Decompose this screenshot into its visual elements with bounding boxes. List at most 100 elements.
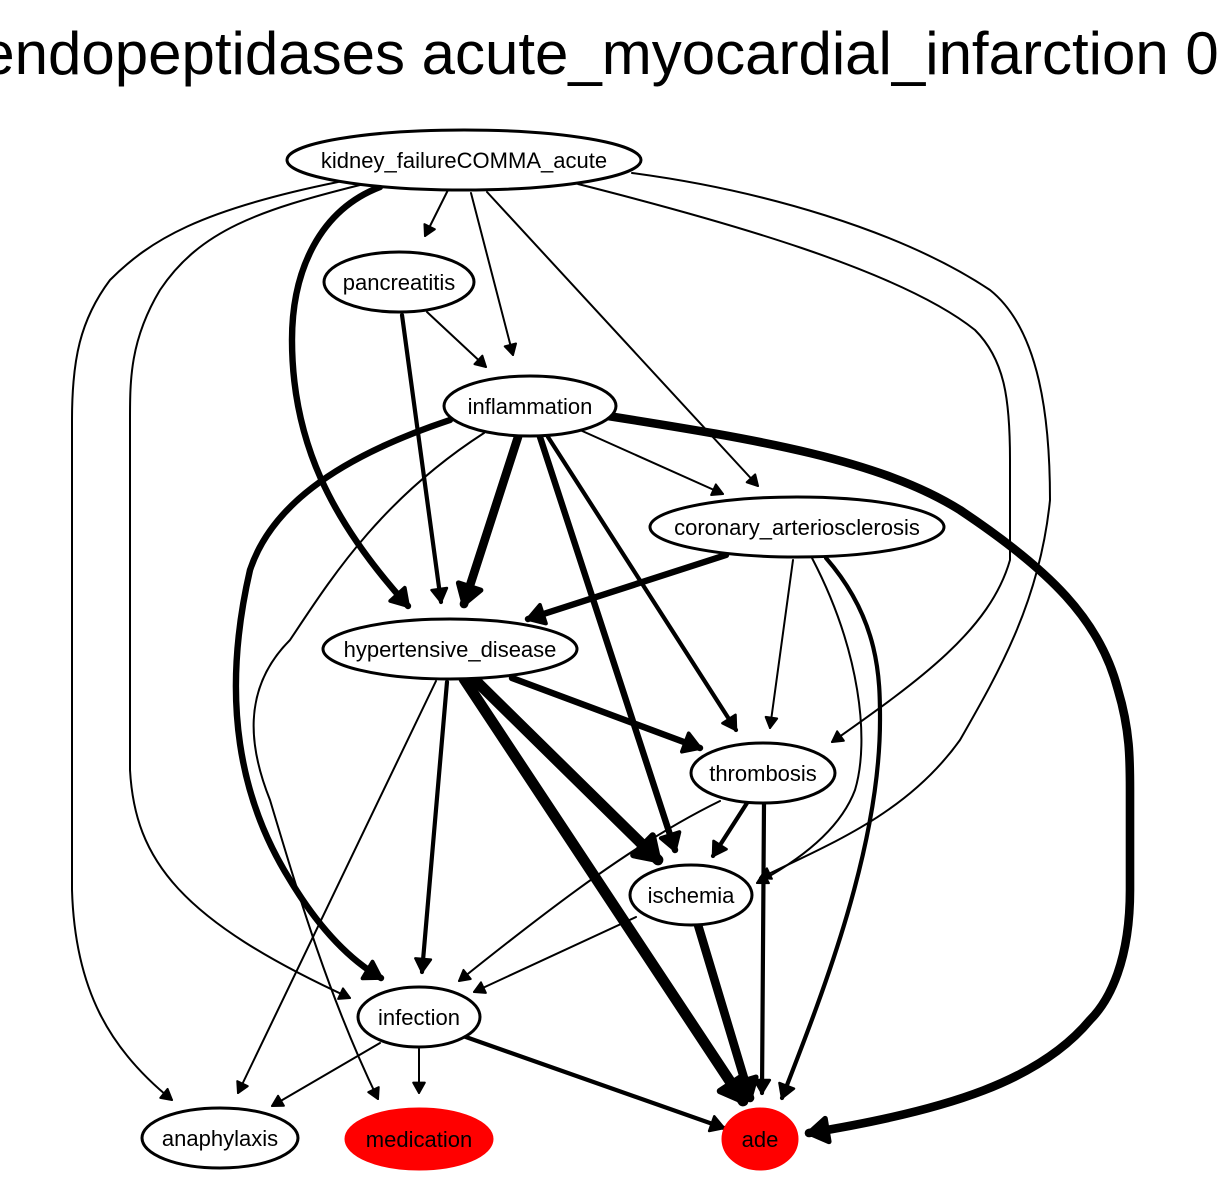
edge-arrowhead xyxy=(337,987,351,1000)
edge-arrowhead xyxy=(745,473,759,487)
node-shape xyxy=(648,495,946,559)
node-shape xyxy=(344,1107,494,1171)
node-label: kidney_failureCOMMA_acute xyxy=(321,148,607,173)
edge-line xyxy=(237,680,437,1094)
edge-line xyxy=(759,800,767,1096)
edge-ischemia-to-ade xyxy=(693,920,759,1103)
node-shape xyxy=(285,128,643,192)
edge-infection-to-medication xyxy=(412,1048,426,1094)
edge-arrowhead xyxy=(707,1115,726,1133)
node-ischemia: ischemia xyxy=(628,863,754,927)
edge-kidney-to-inflammation xyxy=(470,192,518,356)
edge-line xyxy=(459,432,523,609)
edge-line xyxy=(486,191,759,487)
edge-line xyxy=(460,1033,727,1131)
edge-thrombosis-to-infection xyxy=(458,800,721,982)
edge-arrowhead xyxy=(753,1078,772,1095)
edge-arrowhead xyxy=(473,981,487,994)
edge-arrowhead xyxy=(412,1081,426,1094)
edge-kidney-to-infection xyxy=(129,184,361,1000)
edge-arrowhead xyxy=(806,1115,832,1145)
edge-line xyxy=(577,183,1011,743)
node-label: ade xyxy=(742,1127,779,1152)
edge-line xyxy=(468,673,664,866)
edge-kidney-to-coronary xyxy=(486,191,759,487)
node-kidney: kidney_failureCOMMA_acute xyxy=(285,128,643,192)
edge-arrowhead xyxy=(778,1081,796,1100)
edge-line xyxy=(458,800,721,982)
edge-arrowhead xyxy=(159,1087,173,1101)
edge-line xyxy=(769,559,794,729)
node-ade: ade xyxy=(721,1107,799,1171)
edge-line xyxy=(779,555,883,1101)
edge-line xyxy=(756,557,863,884)
node-label: thrombosis xyxy=(709,761,817,786)
edge-thrombosis-to-ade xyxy=(753,800,772,1096)
edge-line xyxy=(579,429,724,495)
edge-thrombosis-to-ischemia xyxy=(710,800,750,859)
node-shape xyxy=(689,741,837,805)
edge-line xyxy=(271,1042,381,1107)
edge-inflammation-to-hypertensive xyxy=(455,432,523,609)
edge-hypertensive-to-ischemia xyxy=(468,673,664,866)
edge-line xyxy=(252,432,485,1100)
node-label: infection xyxy=(378,1005,460,1030)
node-label: anaphylaxis xyxy=(162,1126,278,1151)
edge-arrowhead xyxy=(423,223,436,237)
node-coronary: coronary_arteriosclerosis xyxy=(648,495,946,559)
node-anaphylaxis: anaphylaxis xyxy=(140,1106,300,1170)
edge-coronary-to-hypertensive xyxy=(524,551,730,626)
edge-arrowhead xyxy=(526,602,548,626)
edge-line xyxy=(524,551,730,623)
edge-line xyxy=(693,920,755,1103)
node-label: pancreatitis xyxy=(343,270,456,295)
edge-coronary-to-ade xyxy=(778,555,883,1101)
edge-arrowhead xyxy=(503,342,518,356)
node-shape xyxy=(321,617,579,681)
edge-arrowhead xyxy=(455,580,484,607)
edge-inflammation-to-ade xyxy=(603,411,1135,1145)
edge-ischemia-to-infection xyxy=(473,916,637,994)
edge-line xyxy=(603,411,1135,1138)
edge-line xyxy=(129,184,361,999)
edge-arrowhead xyxy=(679,731,702,754)
edge-arrowhead xyxy=(360,959,383,981)
edge-line xyxy=(470,192,514,356)
edge-inflammation-to-medication xyxy=(252,432,485,1100)
node-label: hypertensive_disease xyxy=(344,637,557,662)
edge-kidney-to-pancreatitis xyxy=(423,189,449,237)
graph-title: endopeptidases acute_myocardial_infarcti… xyxy=(0,20,1219,87)
edge-line xyxy=(536,433,679,854)
edge-infection-to-anaphylaxis xyxy=(271,1042,381,1107)
node-thrombosis: thrombosis xyxy=(689,741,837,805)
edge-arrowhead xyxy=(414,957,433,974)
edge-arrowhead xyxy=(388,585,410,608)
edge-coronary-to-thrombosis xyxy=(764,559,794,729)
edge-kidney-to-thrombosis xyxy=(577,183,1011,743)
node-inflammation: inflammation xyxy=(442,374,618,438)
edge-line xyxy=(631,172,1051,879)
edge-line xyxy=(458,673,749,1107)
nodes-layer: kidney_failureCOMMA_acute pancreatitis inf… xyxy=(140,128,946,1171)
edge-arrowhead xyxy=(473,354,487,368)
node-shape xyxy=(721,1107,799,1171)
node-pancreatitis: pancreatitis xyxy=(322,250,476,314)
edge-line xyxy=(232,416,454,982)
edge-line xyxy=(288,183,412,610)
node-label: medication xyxy=(366,1127,472,1152)
node-label: ischemia xyxy=(648,883,736,908)
edge-arrowhead xyxy=(764,715,779,729)
edge-line xyxy=(508,674,704,752)
edge-pancreatitis-to-inflammation xyxy=(426,311,487,368)
node-shape xyxy=(140,1106,300,1170)
edges-layer xyxy=(71,172,1135,1145)
edge-pancreatitis-to-hypertensive xyxy=(399,312,449,605)
node-medication: medication xyxy=(344,1107,494,1171)
node-hypertensive: hypertensive_disease xyxy=(321,617,579,681)
edge-line xyxy=(426,311,487,368)
node-shape xyxy=(628,863,754,927)
edge-arrowhead xyxy=(271,1094,285,1107)
node-infection: infection xyxy=(356,985,482,1049)
edge-arrowhead xyxy=(367,1086,380,1100)
edge-inflammation-to-infection xyxy=(232,416,454,982)
